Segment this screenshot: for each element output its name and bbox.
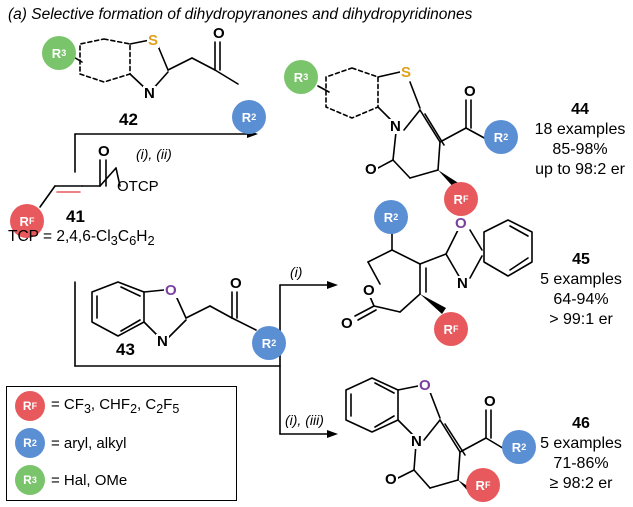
condition-to-44: (i), (ii)	[136, 146, 172, 162]
atom-o-45-carbonyl: O	[340, 315, 354, 332]
compound-43-label: 43	[116, 340, 135, 359]
legend-rf-text: = CF3, CHF2, C2F5	[51, 396, 180, 416]
result-44-yield: 85-98%	[552, 141, 608, 158]
result-46: 46 5 examples 71-86% ≥ 98:2 er	[536, 414, 626, 494]
condition-to-46: (i), (iii)	[285, 412, 324, 428]
tcp-definition: TCP = 2,4,6-Cl3C6H2	[8, 228, 155, 249]
atom-o-46-ring: O	[418, 377, 432, 394]
atom-o-42: O	[212, 25, 226, 42]
atom-o-44-lactam: O	[364, 161, 378, 178]
legend-r2-text: = aryl, alkyl	[51, 434, 127, 452]
atom-o-46-carbonyl: O	[483, 393, 497, 410]
atom-s-42: S	[147, 32, 160, 49]
result-44-id: 44	[571, 101, 589, 118]
result-45-yield: 64-94%	[553, 291, 609, 308]
atom-n-42: N	[143, 85, 156, 102]
atom-o-43-ring: O	[164, 282, 178, 299]
legend-r3-text: = Hal, OMe	[51, 471, 128, 489]
product-45-structure	[354, 219, 533, 321]
atom-o-45-ring: O	[362, 282, 376, 299]
result-44: 44 18 examples 85-98% up to 98:2 er	[532, 100, 628, 180]
result-46-yield: 71-86%	[553, 455, 609, 472]
result-44-er: up to 98:2 er	[535, 161, 625, 178]
result-45-examples: 5 examples	[540, 271, 622, 288]
compound-42-label: 42	[119, 110, 138, 129]
reaction-arrow-to-44	[74, 133, 251, 173]
result-46-id: 46	[572, 415, 590, 432]
result-46-er: ≥ 98:2 er	[549, 475, 613, 492]
result-46-examples: 5 examples	[540, 435, 622, 452]
atom-o-46-lactam: O	[384, 471, 398, 488]
atom-n-43: N	[156, 333, 169, 350]
compound-41-structure	[39, 159, 121, 208]
reaction-arrow-branch	[74, 281, 331, 435]
product-44-structure	[317, 67, 489, 179]
atom-o-41: O	[97, 143, 111, 160]
atom-n-46: N	[410, 433, 423, 450]
atom-n-44: N	[389, 118, 402, 135]
result-44-examples: 18 examples	[534, 121, 626, 138]
result-45: 45 5 examples 64-94% > 99:1 er	[536, 250, 626, 330]
condition-to-45: (i)	[290, 264, 303, 280]
atom-s-44: S	[400, 64, 413, 81]
result-45-er: > 99:1 er	[549, 311, 613, 328]
result-45-id: 45	[572, 251, 590, 268]
compound-41-label: 41	[66, 207, 85, 226]
atom-n-45: N	[456, 275, 469, 292]
atom-o-45-oxazole: O	[454, 215, 468, 232]
atom-o-43-carbonyl: O	[229, 275, 243, 292]
atom-o-44-carbonyl: O	[463, 83, 477, 100]
otcp-label: OTCP	[117, 178, 159, 195]
scheme-title: (a) Selective formation of dihydropyrano…	[8, 6, 473, 23]
